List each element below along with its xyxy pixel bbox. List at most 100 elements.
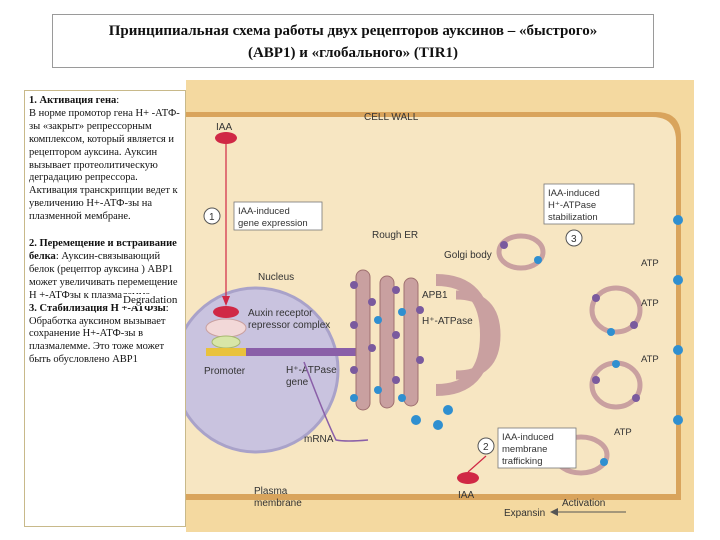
title-line-2: (ABP1) и «глобального» (TIR1) bbox=[247, 45, 459, 61]
protein bbox=[350, 394, 358, 402]
atpase-dot bbox=[673, 415, 683, 425]
atpase-dot bbox=[534, 256, 542, 264]
iaa-top-label: IAA bbox=[216, 122, 232, 133]
iaa-bottom-molecule bbox=[457, 472, 479, 484]
iaa-arrow-head bbox=[222, 296, 230, 306]
rough-er-label: Rough ER bbox=[372, 230, 418, 241]
iaa-top-molecule bbox=[215, 132, 237, 144]
er-cisterna-2 bbox=[379, 275, 395, 409]
ribosome-dots bbox=[350, 281, 424, 384]
title-line-1: Принципиальная схема работы двух рецепто… bbox=[108, 23, 598, 39]
atpase-dot bbox=[673, 345, 683, 355]
expansin-label: Expansin bbox=[504, 508, 545, 519]
iaa-nuclear-molecule bbox=[213, 306, 239, 318]
box2-line1: IAA-induced bbox=[502, 432, 554, 443]
golgi-vesicles bbox=[411, 405, 453, 430]
h-atpase-label: H⁺-ATPase bbox=[422, 316, 473, 327]
box2-line2: membrane bbox=[502, 444, 547, 455]
atpase-dot bbox=[612, 360, 620, 368]
abp1-dot bbox=[630, 321, 638, 329]
step3-marker bbox=[565, 229, 583, 247]
apb1-label: APB1 bbox=[422, 290, 448, 301]
box2-line3: trafficking bbox=[502, 456, 542, 467]
abp1-dot bbox=[500, 241, 508, 249]
golgi-label: Golgi body bbox=[444, 250, 492, 261]
ribosome bbox=[368, 298, 376, 306]
gene-block bbox=[246, 348, 356, 356]
step3-text: 3. Стабилизация Н +-АТФзы:Обработка аукс… bbox=[29, 303, 181, 368]
description-panel: 1. Активация гена:В норме промотор гена … bbox=[24, 90, 186, 527]
plasma-membrane-bottom bbox=[186, 494, 676, 500]
vesicle-ring bbox=[589, 285, 643, 335]
box-membrane-trafficking bbox=[497, 427, 577, 469]
step3-body: Обработка ауксином вызывает сохранение Н… bbox=[29, 315, 166, 366]
vesicle-atpase-dots bbox=[534, 256, 620, 466]
protein bbox=[398, 394, 406, 402]
protein bbox=[374, 386, 382, 394]
cell-wall-label: CELL WALL bbox=[364, 112, 419, 123]
ribosome bbox=[368, 344, 376, 352]
er-cisterna-3 bbox=[403, 277, 419, 407]
box-stabilization bbox=[543, 183, 635, 225]
golgi-cisterna-2 bbox=[455, 290, 501, 380]
step1-colon: : bbox=[116, 95, 120, 106]
vesicle bbox=[411, 415, 421, 425]
ribosome bbox=[392, 286, 400, 294]
step1-text: 1. Активация гена:В норме промотор гена … bbox=[29, 95, 181, 224]
repressor-protein bbox=[211, 335, 241, 349]
mrna-label: mRNA bbox=[304, 434, 334, 445]
gene-label-1: H⁺-ATPase bbox=[286, 365, 337, 376]
box3-line3: stabilization bbox=[548, 212, 598, 223]
ribosome bbox=[350, 366, 358, 374]
nucleus-label: Nucleus bbox=[258, 272, 294, 283]
atp-label-3: ATP bbox=[641, 354, 659, 365]
er-cisterna-1 bbox=[355, 269, 371, 411]
ribosome bbox=[350, 321, 358, 329]
atpase-dot bbox=[673, 215, 683, 225]
gene-label-2: gene bbox=[286, 377, 309, 388]
box-gene-expression bbox=[233, 201, 323, 231]
step1-heading: 1. Активация гена bbox=[29, 95, 117, 106]
er-protein-dots bbox=[350, 308, 406, 402]
step2-body: Ауксин-связывающий белок (рецептор аукси… bbox=[29, 250, 178, 301]
iaa-bottom-label: IAA bbox=[458, 490, 474, 501]
ribosome bbox=[416, 306, 424, 314]
step3-heading: 3. Стабилизация Н +-АТФзы bbox=[29, 302, 166, 314]
plasma-membrane-label-2: membrane bbox=[254, 498, 302, 509]
activation-label: Activation bbox=[562, 498, 605, 509]
step1-marker bbox=[203, 207, 221, 225]
promoter-label: Promoter bbox=[204, 366, 246, 377]
activation-arrow-head bbox=[550, 508, 558, 516]
step2-colon: : bbox=[55, 250, 59, 262]
step1-body: В норме промотор гена Н+ -АТФ-зы «закрыт… bbox=[29, 107, 180, 223]
step2-heading: 2. Перемещение и встраивание белка bbox=[29, 238, 177, 262]
vesicle bbox=[443, 405, 453, 415]
iaa-bottom-arrow bbox=[467, 455, 487, 473]
receptor-label-1: Auxin receptor bbox=[248, 308, 313, 319]
abp1-dot bbox=[592, 376, 600, 384]
protein bbox=[398, 308, 406, 316]
box3-line2: H⁺-ATPase bbox=[548, 200, 596, 211]
box1-line1: IAA-induced bbox=[238, 206, 290, 217]
atp-label-2: ATP bbox=[641, 298, 659, 309]
atpase-dot bbox=[607, 328, 615, 336]
step3-number: 3 bbox=[571, 234, 577, 245]
atp-label-4: ATP bbox=[614, 427, 632, 438]
ribosome bbox=[392, 331, 400, 339]
atpase-dot bbox=[673, 275, 683, 285]
protein bbox=[374, 316, 382, 324]
receptor-complex bbox=[205, 318, 247, 338]
auxin-cell-diagram: CELL WALL Nucleus IAA 1 IAA-induced gene… bbox=[186, 80, 694, 532]
atpase-dot bbox=[600, 458, 608, 466]
box1-line2: gene expression bbox=[238, 218, 308, 229]
ribosome bbox=[350, 281, 358, 289]
step2-text: 2. Перемещение и встраивание белка: Аукс… bbox=[29, 238, 181, 303]
golgi-cisterna-1 bbox=[435, 274, 493, 396]
cell-wall-bottom bbox=[186, 500, 694, 532]
ribosome bbox=[392, 376, 400, 384]
slide-title: Принципиальная схема работы двух рецепто… bbox=[52, 14, 654, 68]
mrna-path bbox=[303, 361, 369, 442]
ribosome bbox=[416, 356, 424, 364]
atp-label-1: ATP bbox=[641, 258, 659, 269]
step1-number: 1 bbox=[209, 212, 215, 223]
